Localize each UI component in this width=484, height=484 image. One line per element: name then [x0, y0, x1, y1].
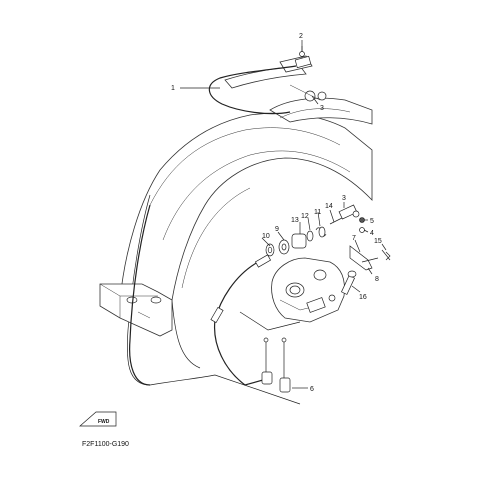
callout-4: 4: [370, 230, 374, 237]
linkage-parts: [265, 204, 391, 295]
callout-13: 13: [291, 217, 299, 224]
diagram-code: F2F1100-G190: [82, 441, 129, 448]
callout-12: 12: [301, 213, 309, 220]
callout-2: 2: [299, 33, 303, 40]
callout-7: 7: [352, 235, 356, 242]
cable-6-run: [129, 204, 151, 386]
callout-3-upper: 3: [320, 105, 324, 112]
hull-outline: [99, 112, 373, 405]
callout-3: 3: [342, 195, 346, 202]
fwd-label: FWD: [98, 419, 110, 425]
callout-11: 11: [314, 209, 321, 216]
callout-16: 16: [359, 294, 367, 301]
callout-1: 1: [171, 85, 175, 92]
callout-9: 9: [275, 226, 279, 233]
throttle-cable: [208, 65, 297, 115]
callout-8: 8: [375, 276, 379, 283]
callout-labels: 1 2 3 3 5 4 14 11 12 13 9 10 7 15 8 16 6: [171, 33, 382, 393]
cable-end-fittings: [210, 254, 301, 393]
handlebar-assembly: [224, 46, 373, 125]
leader-lines: [180, 40, 387, 389]
front-direction-badge: FWD: [79, 411, 117, 427]
callout-6: 6: [310, 386, 314, 393]
carburetor-body: [271, 257, 345, 323]
callout-10: 10: [262, 233, 270, 240]
callout-15: 15: [374, 238, 382, 245]
throttle-cable-lower: [213, 261, 271, 386]
callout-14: 14: [325, 203, 333, 210]
callout-5: 5: [370, 218, 374, 225]
